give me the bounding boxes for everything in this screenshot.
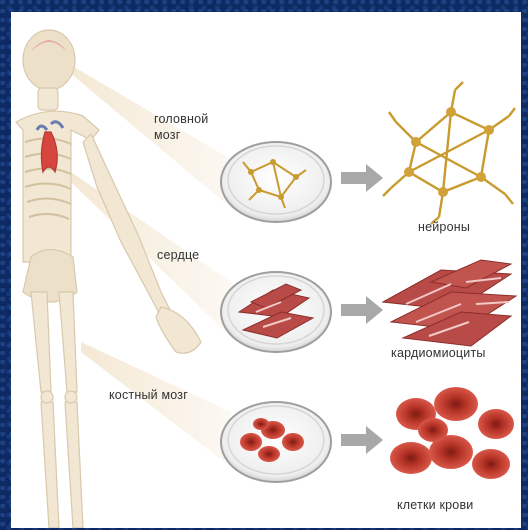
arrow-neurons [341,164,383,192]
projection-rays [69,64,236,467]
label-cardiomyocytes: кардиомиоциты [391,346,486,360]
label-bone-marrow: костный мозг [109,388,188,402]
label-blood-cells: клетки крови [397,498,474,512]
petri-dish-blood-cells [221,402,331,482]
label-neurons: нейроны [418,220,470,234]
cardiomyocytes-tissue [383,260,516,346]
petri-dish-neurons [221,142,331,222]
label-brain-line2: мозг [154,128,181,142]
label-heart: сердце [157,248,199,262]
stem-cell-illustration [11,12,521,528]
label-brain-line1: головной [154,112,208,126]
neurons-network [383,82,515,224]
petri-dish-cardiomyocytes [221,272,331,352]
arrow-blood-cells [341,426,383,454]
arrow-cardiomyocytes [341,296,383,324]
blood-cells-cluster [390,387,514,479]
illustration-panel: головной мозг сердце костный мозг нейрон… [11,12,521,528]
